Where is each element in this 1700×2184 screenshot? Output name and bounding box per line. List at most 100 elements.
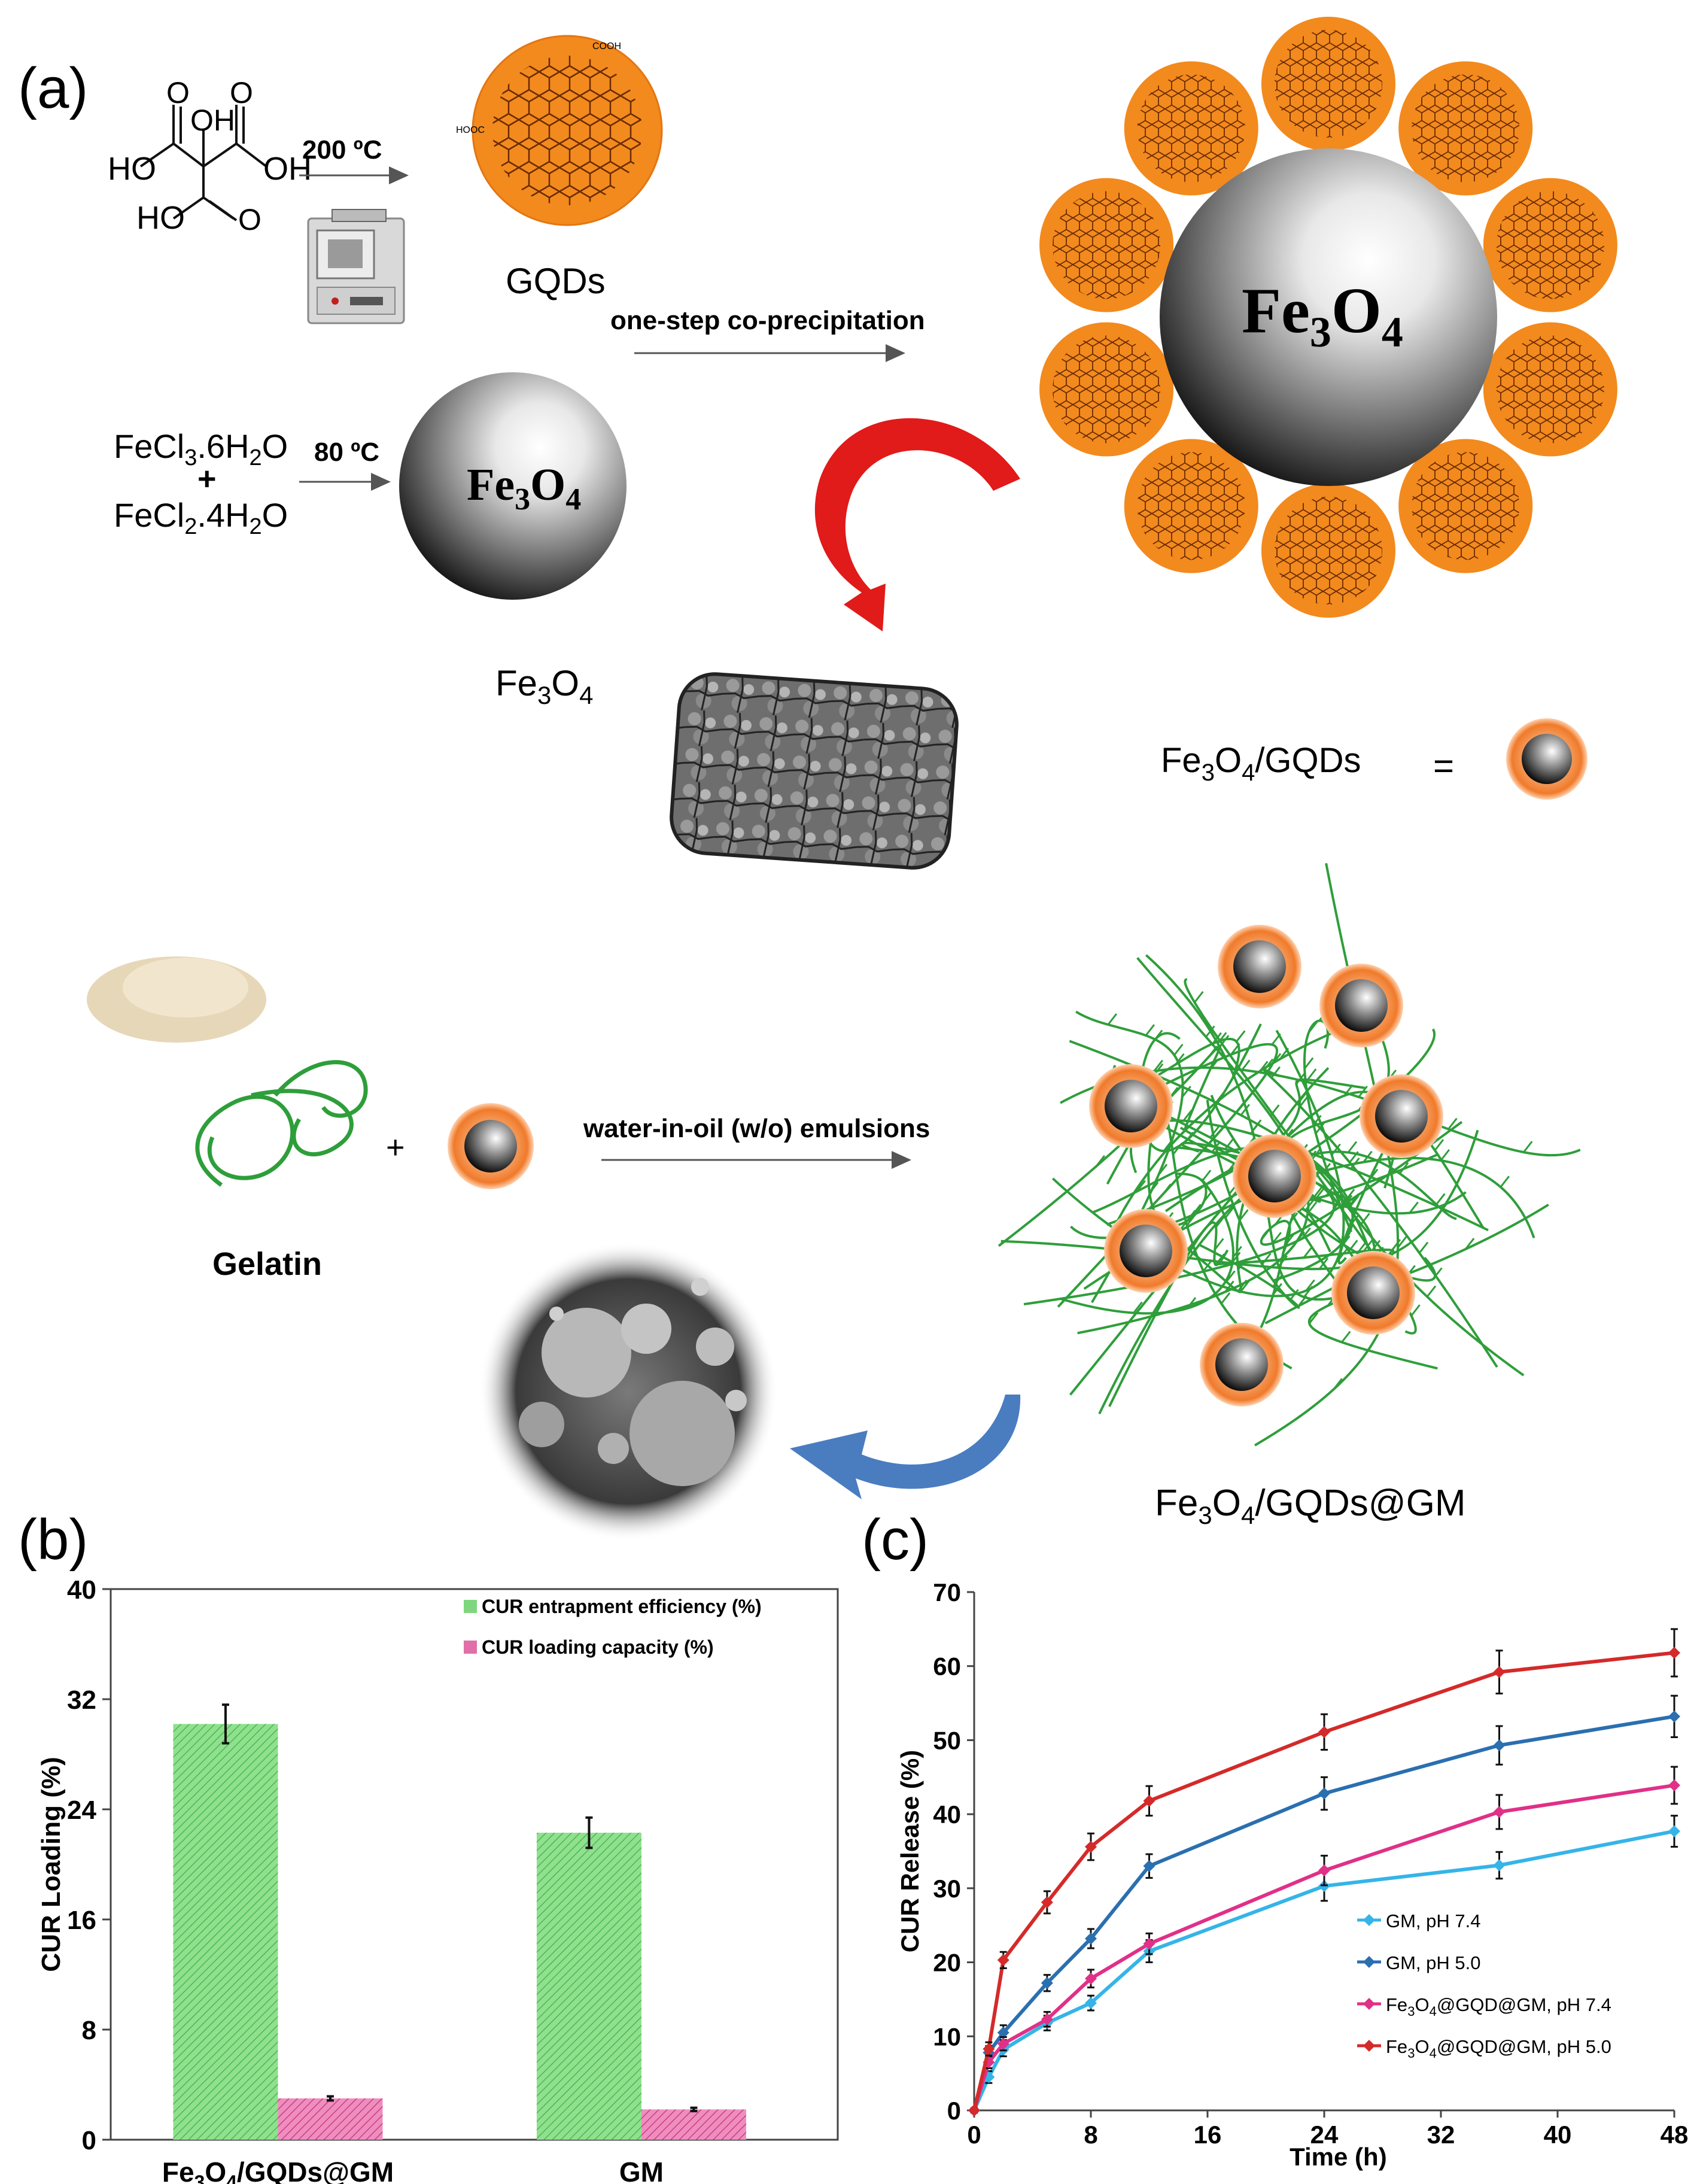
final-product-label: Fe3O4/GQDs@GM — [1155, 1483, 1466, 1529]
data-point — [1041, 1977, 1053, 1989]
gelatin-tick — [1152, 1029, 1163, 1042]
sem-image-tile — [670, 672, 959, 870]
gelatin-tick — [1418, 1241, 1429, 1254]
gelatin-tick — [1438, 1202, 1449, 1214]
embedded-core-1 — [1233, 940, 1286, 993]
fecl3-label: FeCl3.6H2O — [114, 427, 288, 470]
embedded-core-3 — [1105, 1080, 1157, 1132]
gelatin-tick — [1208, 1046, 1218, 1058]
fe3o4-core-label: Fe3O4 — [1242, 275, 1403, 356]
x-axis-title: Time (h) — [1290, 2143, 1387, 2171]
y-tick-label: 60 — [933, 1653, 961, 1681]
legend-label: Fe3O4@GQD@GM, pH 5.0 — [1386, 2036, 1611, 2061]
gelatin-tick — [1261, 1228, 1271, 1240]
gelatin-tick — [1307, 1201, 1318, 1214]
data-point — [1085, 1932, 1097, 1945]
legend-swatch — [464, 1641, 477, 1654]
data-point — [968, 2104, 980, 2116]
gelatin-tick — [1236, 1030, 1246, 1043]
gelatin-tick — [1145, 1024, 1155, 1036]
gelatin-tick — [1341, 1331, 1351, 1343]
data-point — [1668, 1647, 1680, 1659]
w-o-emulsion-label: water-in-oil (w/o) emulsions — [583, 1114, 930, 1143]
gelatin-tick — [1190, 1153, 1200, 1165]
gelatin-fiber — [1199, 1099, 1300, 1309]
x-tick-label: 0 — [967, 2121, 981, 2149]
y-tick-label: 50 — [933, 1726, 961, 1754]
data-point — [1085, 1840, 1097, 1853]
citric-o-1: O — [166, 76, 190, 110]
data-point — [997, 1954, 1009, 1966]
gelatin-tick — [1331, 1143, 1341, 1156]
gelatin-tick — [1224, 1206, 1234, 1219]
gelatin-tick — [1337, 1236, 1348, 1249]
gelatin-tick — [1209, 1126, 1220, 1138]
y-tick-label: 0 — [947, 2097, 961, 2125]
gqd-cooh-label-1: COOH — [592, 41, 621, 51]
gelatin-tick — [1133, 1301, 1143, 1314]
data-point — [997, 2027, 1009, 2039]
gelatin-tick — [1182, 1109, 1193, 1122]
gelatin-tick — [1270, 1066, 1281, 1079]
gelatin-tick — [1447, 1117, 1458, 1130]
gelatin-tick — [1314, 1189, 1324, 1201]
y-tick-label: 40 — [67, 1575, 96, 1605]
gelatin-tick — [1239, 1209, 1249, 1222]
series-line-3 — [972, 1783, 1675, 2111]
gelatin-tick — [1399, 1162, 1409, 1174]
data-point — [1493, 1806, 1506, 1818]
bar-loading-2 — [641, 2109, 746, 2140]
gelatin-tick — [1301, 1227, 1311, 1240]
gelatin-tick — [1272, 1275, 1282, 1287]
gelatin-tick — [1095, 1155, 1106, 1167]
gelatin-tick — [1278, 1255, 1288, 1268]
citric-o-3: O — [238, 203, 261, 236]
y-tick-label: 32 — [67, 1685, 96, 1715]
data-point — [1668, 1779, 1680, 1791]
gqd-cooh-label-2: HOOC — [456, 125, 485, 135]
y-tick-label: 16 — [67, 1906, 96, 1935]
legend-label: CUR entrapment efficiency (%) — [482, 1596, 762, 1617]
gelatin-tick — [1173, 1043, 1184, 1056]
gelatin-tick — [1360, 1213, 1370, 1225]
legend-equals: = — [1433, 746, 1454, 786]
gelatin-tick — [1284, 1234, 1294, 1247]
embedded-core-8 — [1215, 1338, 1268, 1391]
x-tick-label: 48 — [1661, 2121, 1689, 2149]
gelatin-tick — [1219, 1035, 1230, 1047]
gqd-small-lattice-3 — [1496, 191, 1604, 299]
red-curved-arrow — [814, 418, 1020, 631]
x-tick-label: 8 — [1084, 2121, 1097, 2149]
gqd-ring — [1039, 17, 1617, 618]
data-point — [1143, 1937, 1155, 1950]
gelatin-tick — [1153, 1153, 1163, 1166]
embedded-core-6 — [1120, 1225, 1172, 1277]
y-tick-label: 70 — [933, 1578, 961, 1606]
gelatin-tick — [1347, 1141, 1358, 1153]
x-category-label: Fe3O4/GQDs@GM — [162, 2156, 394, 2184]
gqd-small-lattice-10 — [1137, 74, 1245, 183]
gelatin-tick — [1224, 1163, 1235, 1175]
gelatin-tick — [1153, 1059, 1163, 1072]
gelatin-tick — [1172, 1143, 1182, 1155]
gelatin-tick — [1181, 1086, 1191, 1098]
citric-acid-structure — [139, 105, 267, 221]
gelatin-tick — [1263, 1058, 1274, 1071]
gqd-small-lattice-7 — [1137, 452, 1245, 560]
gelatin-tick — [1440, 1149, 1450, 1161]
gelatin-tick — [1410, 1304, 1421, 1317]
legend-label: CUR loading capacity (%) — [482, 1636, 714, 1658]
gelatin-tick — [1307, 1021, 1318, 1034]
citric-oh-top: OH — [190, 104, 235, 137]
data-point — [1041, 1896, 1053, 1909]
citric-o-2: O — [230, 76, 253, 110]
gelatin-tick — [1299, 1095, 1309, 1107]
temp-200-label: 200 ºC — [302, 135, 382, 165]
legend-fe3o4-gqds: Fe3O4/GQDs — [1161, 741, 1361, 786]
data-point — [1668, 1710, 1680, 1723]
gelatin-tick — [1303, 1246, 1313, 1259]
gelatin-label: Gelatin — [212, 1246, 322, 1282]
data-point — [1143, 1794, 1155, 1807]
embedded-core-2 — [1335, 979, 1388, 1032]
